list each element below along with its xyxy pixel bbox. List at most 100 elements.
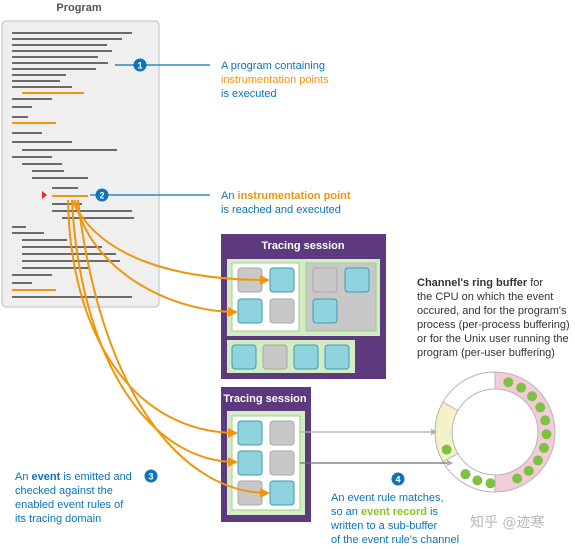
code-line <box>12 226 26 228</box>
tracing-session-top-title: Tracing session <box>261 240 344 252</box>
text-segment: of the event rule's channel <box>331 534 459 546</box>
code-line <box>12 141 72 143</box>
event-record-dot <box>538 442 549 453</box>
code-line <box>12 50 112 52</box>
event-record-dot <box>541 429 552 440</box>
watermark: 知乎 @迹寒 <box>470 514 544 531</box>
code-line <box>12 80 60 82</box>
event-record-dot <box>441 444 452 455</box>
code-line <box>12 68 96 70</box>
code-line <box>52 210 132 212</box>
event-arrows <box>67 199 270 498</box>
code-line <box>52 203 82 205</box>
event-record-dot <box>472 475 483 486</box>
code-line <box>12 98 52 100</box>
ring-sub-buffer-empty <box>442 371 496 412</box>
event-record-dot <box>460 469 471 480</box>
event-record-dot <box>516 382 527 393</box>
event-arrow-3 <box>67 199 238 438</box>
text-segment: occured, and for the program's <box>417 305 567 317</box>
svg-text:3: 3 <box>148 472 153 482</box>
event-record-dot <box>485 478 496 489</box>
event-record-dot <box>512 473 523 484</box>
text-segment: checked against the <box>15 485 113 497</box>
code-line <box>12 289 56 291</box>
code-line <box>32 177 88 179</box>
text-segment: instrumentation point <box>238 190 351 202</box>
text-segment: An <box>15 471 32 483</box>
event-record-dot <box>503 377 514 388</box>
code-line <box>12 62 108 64</box>
program-code-lines <box>12 32 134 298</box>
code-line <box>12 282 32 284</box>
code-line <box>12 116 28 118</box>
code-line <box>12 56 98 58</box>
svg-text:2: 2 <box>99 191 104 201</box>
code-line <box>12 156 52 158</box>
code-line <box>22 92 84 94</box>
code-line <box>22 149 117 151</box>
event-record-dot <box>540 415 551 426</box>
code-line <box>62 217 134 219</box>
svg-text:1: 1 <box>137 61 142 71</box>
text-segment: so an <box>331 506 361 518</box>
text-segment: or for the Unix user running the <box>417 333 569 345</box>
text-segment: process (per-process buffering) <box>417 319 570 331</box>
channel-2-slots <box>231 344 350 370</box>
text-segment: is executed <box>221 88 277 100</box>
code-line <box>52 187 78 189</box>
instrumentation-point-marker <box>42 191 47 199</box>
code-line <box>22 163 62 165</box>
step-4-description: An event rule matches, so an event record… <box>330 492 459 546</box>
code-line <box>12 106 32 108</box>
text-segment: An event rule matches, <box>331 492 444 504</box>
step-2-description: An instrumentation point is reached and e… <box>221 190 351 216</box>
text-segment: program (per-user buffering) <box>417 347 555 359</box>
code-line <box>12 74 66 76</box>
code-line <box>12 38 122 40</box>
event-record-dot <box>535 402 546 413</box>
code-line <box>22 260 120 262</box>
code-line <box>22 253 116 255</box>
text-segment: is reached and executed <box>221 204 341 216</box>
text-segment: its tracing domain <box>15 513 101 525</box>
event-record-dot <box>527 391 538 402</box>
event-record-dot <box>532 455 543 466</box>
code-line <box>12 132 42 134</box>
code-line <box>22 239 67 241</box>
text-segment: Channel's ring buffer <box>417 277 528 289</box>
event-arrow-4 <box>71 199 238 467</box>
code-line <box>22 246 102 248</box>
code-line <box>12 274 52 276</box>
step-badge-3: 3 <box>144 469 158 483</box>
step-badge-1: 1 <box>133 58 147 72</box>
code-line <box>22 267 90 269</box>
text-segment: is <box>427 506 439 518</box>
code-line <box>12 232 44 234</box>
event-arrow-2 <box>74 199 238 317</box>
step-badge-4: 4 <box>391 472 405 486</box>
code-line <box>52 195 88 197</box>
text-segment: is emitted and <box>60 471 132 483</box>
svg-text:4: 4 <box>395 475 400 485</box>
code-line <box>12 296 132 298</box>
text-segment: written to a sub-buffer <box>330 520 438 532</box>
text-segment: instrumentation points <box>221 74 329 86</box>
code-line <box>12 44 107 46</box>
event-record-dot <box>523 465 534 476</box>
text-segment: event record <box>361 506 427 518</box>
text-segment: event <box>32 471 61 483</box>
text-segment: the CPU on which the event <box>417 291 553 303</box>
code-line <box>32 170 64 172</box>
ring-buffer-description: Channel's ring buffer for the CPU on whic… <box>417 277 570 359</box>
code-line <box>12 86 72 88</box>
event-arrow-1 <box>71 199 270 285</box>
step-3-description: An event is emitted and checked against t… <box>15 471 132 525</box>
text-segment: for <box>527 277 543 289</box>
text-segment: An <box>221 190 238 202</box>
event-arrow-5 <box>77 199 270 498</box>
tracing-session-bottom-title: Tracing session <box>223 393 306 405</box>
code-line <box>12 32 132 34</box>
